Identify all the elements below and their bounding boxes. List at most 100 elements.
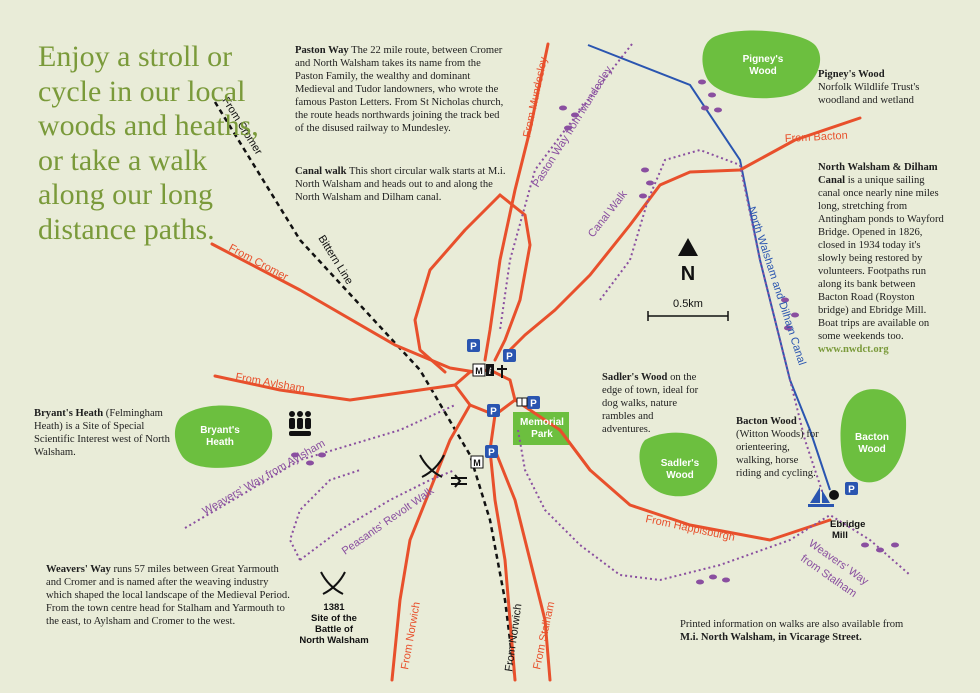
printed-info: Printed information on walks are also av… <box>680 618 940 644</box>
label-road-mundesley: From Mundesley <box>521 56 550 139</box>
footprints-icon <box>698 79 722 113</box>
museum-icon: M <box>470 455 484 469</box>
road-norwich-east <box>488 413 517 682</box>
bacton-wood-title: Bacton Wood <box>736 416 797 427</box>
label-battle-line3: North Walsham <box>299 635 368 646</box>
svg-text:P: P <box>506 352 513 363</box>
label-road-aylsham: From Aylsham <box>234 371 305 395</box>
canal-line <box>587 44 831 491</box>
road-ring-north <box>493 193 532 362</box>
footprints-icon <box>861 542 899 553</box>
printed-line2: M.i. North Walsham, in Vicarage Street. <box>680 632 862 643</box>
label-ebridge-2: Mill <box>832 530 848 541</box>
svg-text:P: P <box>490 407 497 418</box>
road-bacton <box>506 116 862 354</box>
label-battle-year: 1381 <box>323 602 345 613</box>
svg-text:P: P <box>470 342 477 353</box>
label-rail-bittern: Bittern Line <box>315 233 355 287</box>
label-memorial-1: Memorial <box>520 417 564 428</box>
pigneys-wood-shape <box>702 30 821 99</box>
scale-label: 0.5km <box>673 298 703 310</box>
path-weavers-east <box>517 429 911 582</box>
weavers-text: runs 57 miles between Great Yarmouth and… <box>46 564 290 627</box>
label-memorial-2: Park <box>531 429 553 440</box>
label-pigneys-1: Pigney's <box>743 54 784 65</box>
label-road-cromer: From Cromer <box>227 242 291 283</box>
label-bryants-1: Bryant's <box>200 425 240 436</box>
parking-icon: P <box>503 349 516 363</box>
canal-info-title: North Walsham & Dilham Canal <box>818 162 938 186</box>
path-peasants-loop <box>288 469 361 561</box>
printed-line1: Printed information on walks are also av… <box>680 619 904 630</box>
label-bacton-2: Wood <box>858 444 886 455</box>
north-arrow-icon: N <box>678 238 698 285</box>
pigneys-title: Pigney's Wood <box>818 69 885 80</box>
bryants-heath-shape <box>174 405 273 468</box>
label-sadlers-1: Sadler's <box>661 458 700 469</box>
parking-icon: P <box>467 339 480 353</box>
sadlers-info: Sadler's Wood on the edge of town, ideal… <box>602 371 702 436</box>
bryants-text: (Felmingham Heath) is a Site of Special … <box>34 408 170 458</box>
weavers-title: Weavers' Way <box>46 564 111 575</box>
canal-info: North Walsham & Dilham Canal is a unique… <box>818 161 946 356</box>
label-ebridge-1: Ebridge <box>830 519 865 530</box>
north-label: N <box>681 263 695 285</box>
pigneys-info: Pigney's Wood Norfolk Wildlife Trust's w… <box>818 68 933 107</box>
canal-walk-info: Canal walk This short circular walk star… <box>295 165 510 204</box>
pigneys-text: Norfolk Wildlife Trust's woodland and we… <box>818 82 920 106</box>
road-aylsham <box>213 374 457 402</box>
nwdct-link[interactable]: www.nwdct.org <box>818 344 889 355</box>
road-ring-west <box>413 193 502 374</box>
parking-icon: P <box>845 482 858 496</box>
label-sadlers-2: Wood <box>666 470 694 481</box>
sailing-boat-icon <box>808 487 839 507</box>
road-mundesley <box>483 42 550 362</box>
svg-text:P: P <box>530 399 537 410</box>
bacton-wood-shape <box>840 389 907 483</box>
label-battle-line2: Battle of <box>315 624 354 635</box>
path-canal-walk <box>599 148 741 301</box>
footprints-icon <box>639 167 654 199</box>
footprints-icon <box>291 452 326 466</box>
info-centre-icon: M i <box>472 363 494 377</box>
road-norwich-west <box>390 403 472 682</box>
bryants-info: Bryant's Heath (Felmingham Heath) is a S… <box>34 407 182 459</box>
sadlers-wood-shape <box>639 432 718 497</box>
path-paston-way <box>499 43 633 331</box>
bacton-wood-info: Bacton Wood (Witton Woods) for orienteer… <box>736 415 826 480</box>
paston-way-text: The 22 mile route, between Cromer and No… <box>295 45 504 134</box>
railway-station-icon <box>451 474 467 488</box>
canal-info-text: is a unique sailing canal once nearly ni… <box>818 175 944 342</box>
svg-text:M: M <box>475 366 483 376</box>
road-stalham <box>493 448 552 682</box>
label-road-norwich-west: From Norwich <box>399 601 423 670</box>
weavers-info: Weavers' Way runs 57 miles between Great… <box>46 563 294 628</box>
path-canal-bank <box>739 164 826 501</box>
canal-walk-title: Canal walk <box>295 166 347 177</box>
paston-way-title: Paston Way <box>295 45 349 56</box>
road-town-loop <box>453 368 517 417</box>
label-road-happisburgh: From Happisburgh <box>644 513 736 544</box>
people-icon <box>289 411 311 436</box>
railway-line <box>213 101 517 681</box>
parking-icon: P <box>485 445 498 459</box>
crossed-swords-icon <box>419 454 445 478</box>
label-bryants-2: Heath <box>206 437 234 448</box>
parking-icon: P <box>487 404 500 418</box>
footprints-icon <box>559 105 579 131</box>
scale-bar: 0.5km <box>647 298 729 321</box>
label-battle-line1: Site of the <box>311 613 357 624</box>
sadlers-text: on the edge of town, ideal for dog walks… <box>602 372 699 435</box>
footprints-icon <box>696 574 730 585</box>
sadlers-title: Sadler's Wood <box>602 372 668 383</box>
label-canal: North Walsham and Dilham Canal <box>745 205 808 366</box>
canal-walk-text: This short circular walk starts at M.i. … <box>295 166 506 203</box>
svg-text:P: P <box>848 485 855 496</box>
paston-way-info: Paston Way The 22 mile route, between Cr… <box>295 44 510 135</box>
label-road-bacton: From Bacton <box>785 130 849 145</box>
label-road-norwich-east: From Norwich <box>503 603 524 672</box>
label-pigneys-2: Wood <box>749 66 777 77</box>
bacton-wood-text: (Witton Woods) for orienteering, walking… <box>736 429 819 479</box>
label-road-stalham: From Stalham <box>531 601 557 671</box>
